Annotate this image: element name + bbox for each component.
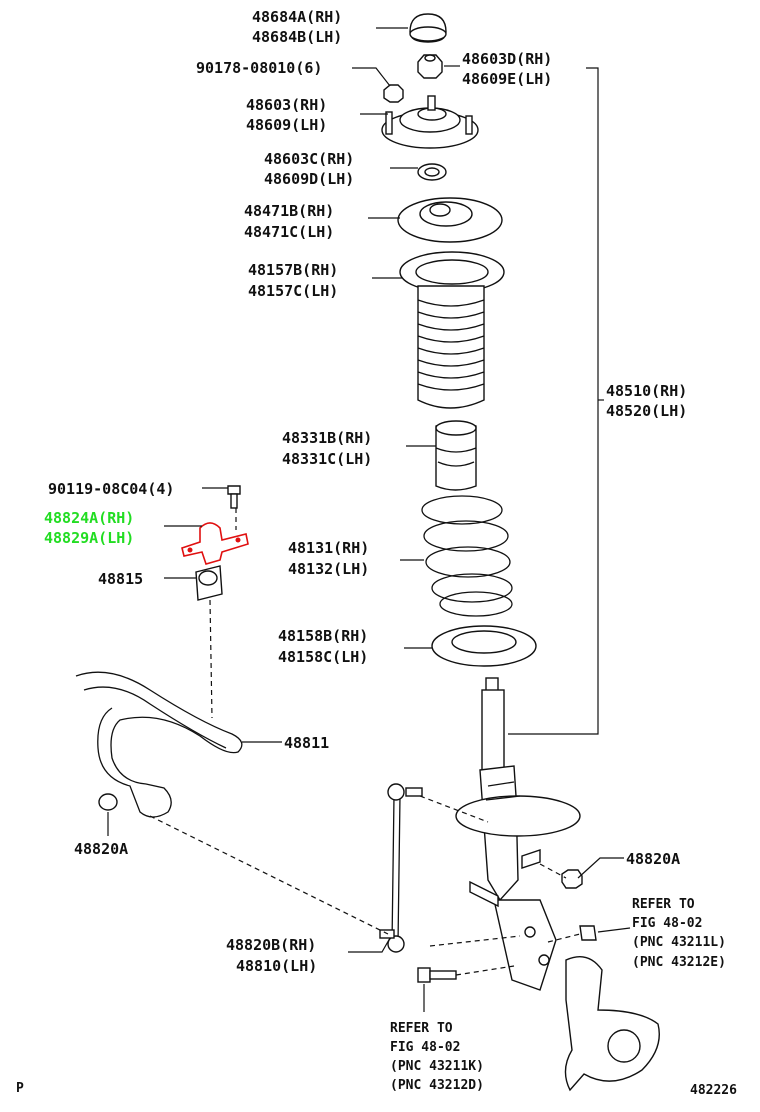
ref-bottom-line3[interactable]: (PNC 43211K): [390, 1059, 484, 1074]
nut-90178-drawing[interactable]: [383, 84, 404, 103]
steering-knuckle-drawing[interactable]: [564, 956, 660, 1092]
label-48131-rh[interactable]: 48131(RH): [288, 539, 369, 557]
washer-48603c-drawing[interactable]: [417, 163, 447, 181]
label-48603c-rh[interactable]: 48603C(RH): [264, 150, 354, 168]
label-48131-lh[interactable]: 48132(LH): [288, 560, 369, 578]
corner-mark-left: P: [16, 1081, 24, 1096]
label-48603-rh[interactable]: 48603(RH): [246, 96, 327, 114]
ref-right-line2[interactable]: FIG 48-02: [632, 916, 702, 931]
bumper-48331-drawing[interactable]: [435, 420, 477, 491]
label-48158-lh[interactable]: 48158C(LH): [278, 648, 368, 666]
cap-48684-drawing[interactable]: [409, 13, 447, 43]
bracket-48824-drawing[interactable]: [181, 522, 249, 565]
label-48820a-left[interactable]: 48820A: [74, 840, 128, 858]
label-48820b-rh[interactable]: 48820B(RH): [226, 936, 316, 954]
label-48603-lh[interactable]: 48609(LH): [246, 116, 327, 134]
seat-48471-drawing[interactable]: [397, 197, 503, 243]
leader-lines: [107, 27, 631, 1012]
label-48510-lh[interactable]: 48520(LH): [606, 402, 687, 420]
label-48471-rh[interactable]: 48471B(RH): [244, 202, 334, 220]
nut-48603d-drawing[interactable]: [417, 54, 443, 79]
label-48158-rh[interactable]: 48158B(RH): [278, 627, 368, 645]
label-48603d-lh[interactable]: 48609E(LH): [462, 70, 552, 88]
label-48820a-right[interactable]: 48820A: [626, 850, 680, 868]
label-48157-rh[interactable]: 48157B(RH): [248, 261, 338, 279]
label-90178[interactable]: 90178-08010(6): [196, 59, 322, 77]
bushing-48815-drawing[interactable]: [195, 565, 223, 601]
label-48684-rh[interactable]: 48684A(RH): [252, 8, 342, 26]
spring-48131-drawing[interactable]: [421, 495, 513, 617]
label-48824-rh[interactable]: 48824A(RH): [44, 509, 134, 527]
ref-right-line1[interactable]: REFER TO: [632, 897, 695, 912]
label-48603d-rh[interactable]: 48603D(RH): [462, 50, 552, 68]
ref-bottom-line1[interactable]: REFER TO: [390, 1021, 453, 1036]
label-48331-rh[interactable]: 48331B(RH): [282, 429, 372, 447]
ref-bottom-line2[interactable]: FIG 48-02: [390, 1040, 460, 1055]
label-48824-lh[interactable]: 48829A(LH): [44, 529, 134, 547]
label-48684-lh[interactable]: 48684B(LH): [252, 28, 342, 46]
stabilizer-bar-48811-drawing[interactable]: [75, 671, 243, 818]
stabilizer-link-48820b-drawing[interactable]: [379, 783, 423, 953]
bolt-90119-drawing[interactable]: [227, 485, 241, 509]
boot-48157-drawing[interactable]: [399, 251, 505, 409]
label-48820b-lh[interactable]: 48810(LH): [236, 957, 317, 975]
label-48811[interactable]: 48811: [284, 734, 329, 752]
label-90119[interactable]: 90119-08C04(4): [48, 480, 174, 498]
label-48331-lh[interactable]: 48331C(LH): [282, 450, 372, 468]
ref-right-line3[interactable]: (PNC 43211L): [632, 935, 726, 950]
label-48510-rh[interactable]: 48510(RH): [606, 382, 687, 400]
label-48815[interactable]: 48815: [98, 570, 143, 588]
label-48471-lh[interactable]: 48471C(LH): [244, 223, 334, 241]
ref-right-line4[interactable]: (PNC 43212E): [632, 955, 726, 970]
assembly-lines: [149, 508, 581, 976]
nut-48820a-right-drawing[interactable]: [561, 869, 583, 889]
ref-bottom-line4[interactable]: (PNC 43212D): [390, 1078, 484, 1093]
figure-code: 482226: [690, 1083, 737, 1098]
label-48157-lh[interactable]: 48157C(LH): [248, 282, 338, 300]
label-48603c-lh[interactable]: 48609D(LH): [264, 170, 354, 188]
insulator-48158-drawing[interactable]: [431, 625, 537, 667]
mount-48603-drawing[interactable]: [381, 95, 479, 149]
strut-48510-drawing[interactable]: [455, 677, 581, 991]
